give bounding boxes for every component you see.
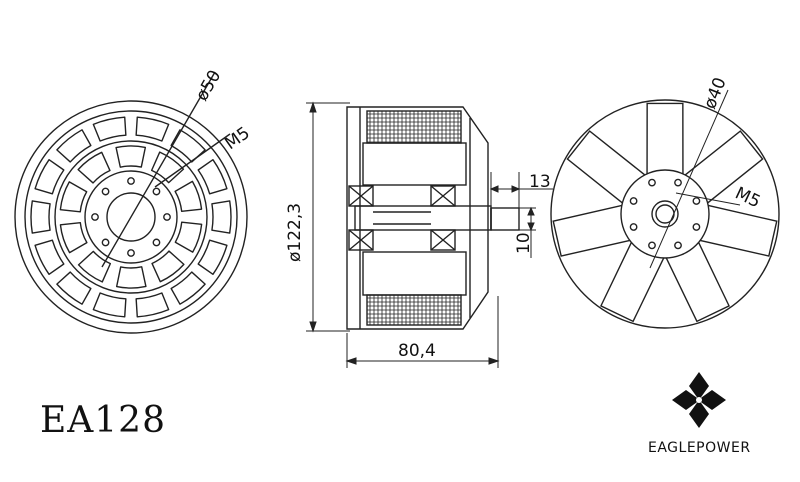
front-mount-holes — [91, 177, 171, 257]
rear-thread-label: M5 — [732, 183, 764, 212]
mount-hole — [101, 187, 110, 196]
outer-slot — [170, 271, 206, 305]
outer-slot — [34, 239, 65, 276]
rear-spoke — [646, 102, 684, 175]
inner-slot — [77, 250, 112, 283]
front-hub-face — [84, 170, 178, 264]
diameter-dimension — [306, 101, 350, 333]
outer-slot — [211, 200, 232, 234]
outer-slot — [34, 158, 65, 195]
front-bolt-circle-leader — [101, 71, 216, 268]
rear-center-bore — [651, 200, 679, 228]
outer-slot — [197, 239, 228, 276]
rear-thread-leader — [675, 192, 741, 206]
outer-slot — [135, 292, 170, 318]
inner-slot — [115, 266, 147, 289]
outer-slot — [56, 271, 92, 305]
bottom-coil-winding — [366, 294, 462, 326]
mount-hole — [692, 223, 701, 231]
rear-outer-rim — [550, 99, 780, 329]
outer-slot — [92, 292, 127, 318]
rear-spoke — [699, 204, 778, 257]
top-stator — [362, 142, 467, 186]
bottom-stator — [362, 251, 467, 296]
outer-slot — [135, 116, 170, 142]
top-coil-winding — [366, 110, 462, 144]
rear-bolt-circle-leader — [649, 89, 729, 269]
shaft-extension — [490, 207, 520, 231]
rear-mount-holes — [629, 178, 701, 250]
mount-hole — [692, 197, 701, 205]
mount-hole — [629, 223, 638, 231]
bearing-bottom-right-cross — [430, 229, 456, 251]
mount-hole — [629, 197, 638, 205]
rear-bolt-circle-label: ø40 — [700, 75, 731, 112]
mount-hole — [127, 249, 135, 257]
bearing-top-right-cross — [430, 185, 456, 207]
front-bolt-circle-label: ø50 — [192, 67, 225, 105]
shaft-diameter-label: 10 — [514, 232, 534, 254]
mount-hole — [163, 213, 171, 221]
inner-slot — [115, 145, 147, 168]
mount-hole — [648, 241, 656, 250]
inner-slot — [77, 151, 111, 184]
mount-hole — [152, 238, 161, 247]
mount-hole — [91, 213, 99, 221]
rear-hub — [620, 169, 710, 259]
outer-slot — [170, 129, 206, 163]
front-center-bore — [106, 192, 156, 242]
mount-hole — [152, 187, 161, 196]
front-hub-ring — [54, 140, 208, 294]
shaft-length-dimension — [489, 172, 553, 208]
outer-slot — [30, 200, 51, 234]
bearing-bottom-left-cross — [348, 229, 374, 251]
length-dimension — [345, 296, 500, 368]
mount-hole — [127, 177, 135, 185]
outer-slot — [197, 158, 228, 195]
bearing-top-left-cross — [348, 185, 374, 207]
mount-hole — [674, 178, 682, 187]
inner-slot — [59, 221, 88, 254]
front-outer-rim — [14, 100, 248, 334]
front-thread-label: M5 — [221, 123, 253, 154]
mount-hole — [674, 241, 682, 250]
inner-slot — [174, 180, 203, 213]
eaglepower-diamond-logo — [672, 372, 726, 428]
rear-spoke — [552, 204, 631, 257]
mount-hole — [101, 238, 110, 247]
side-view: ø122,3 80,4 13 10 — [285, 101, 553, 368]
outer-slot — [56, 129, 92, 163]
side-diameter-label: ø122,3 — [285, 203, 305, 262]
shaft-length-label: 13 — [529, 172, 551, 192]
front-view: ø50 M5 — [14, 67, 254, 334]
outer-slot — [92, 116, 127, 142]
mount-hole — [648, 178, 656, 187]
front-outer-slots — [30, 116, 232, 318]
brand-name: EAGLEPOWER — [648, 440, 751, 456]
inner-slot — [59, 181, 88, 213]
inner-slot — [151, 250, 185, 283]
inner-slot — [150, 151, 185, 184]
front-thread-leader — [154, 133, 231, 188]
side-length-label: 80,4 — [398, 341, 436, 361]
rear-view: ø40 M5 — [550, 75, 780, 329]
front-inner-slots — [59, 145, 203, 289]
inner-slot — [174, 221, 203, 253]
model-title: EA128 — [40, 400, 166, 441]
shaft-diameter-dimension — [519, 206, 536, 258]
front-inner-rim — [24, 110, 238, 324]
side-housing-outline — [346, 106, 489, 330]
